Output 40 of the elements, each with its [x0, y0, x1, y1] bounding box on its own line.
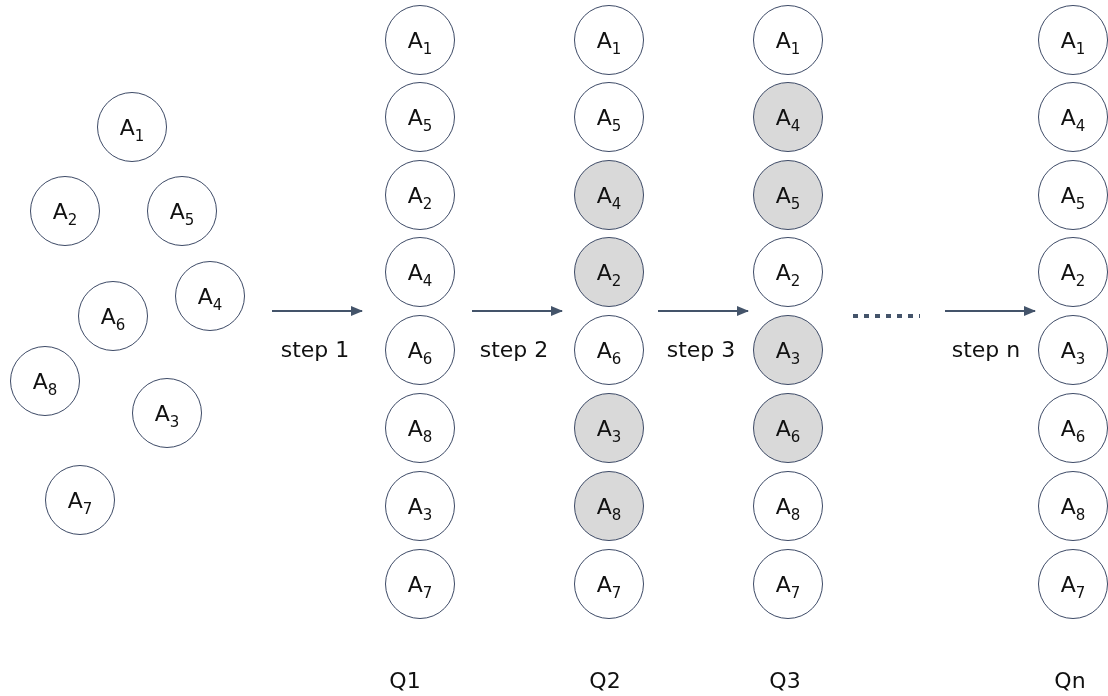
node-label: A$_{2}$: [407, 182, 433, 208]
node-label: A$_{3}$: [775, 337, 801, 363]
node-label: A$_{3}$: [154, 400, 180, 426]
node-label: A$_{7}$: [407, 571, 433, 597]
node-label: A$_{5}$: [596, 104, 622, 130]
node-label: A$_{3}$: [407, 493, 433, 519]
node-label: A$_{4}$: [775, 104, 801, 130]
node-label: A$_{6}$: [775, 415, 801, 441]
node-label: A$_{5}$: [1060, 182, 1086, 208]
node-label: A$_{7}$: [596, 571, 622, 597]
node-label: A$_{6}$: [596, 337, 622, 363]
node-label: A$_{4}$: [197, 283, 223, 309]
node-label: A$_{7}$: [67, 487, 93, 513]
node-label: A$_{4}$: [596, 182, 622, 208]
node-label: A$_{6}$: [100, 303, 126, 329]
node-label: A$_{4}$: [407, 259, 433, 285]
node-label: A$_{8}$: [32, 368, 58, 394]
node-label: A$_{4}$: [1060, 104, 1086, 130]
node-label: A$_{2}$: [52, 198, 78, 224]
node-label: A$_{3}$: [596, 415, 622, 441]
node-label: A$_{7}$: [1060, 571, 1086, 597]
node-label: A$_{2}$: [596, 259, 622, 285]
node-label: A$_{5}$: [169, 198, 195, 224]
node-label: A$_{5}$: [407, 104, 433, 130]
node-label: A$_{6}$: [1060, 415, 1086, 441]
node-label: A$_{2}$: [775, 259, 801, 285]
node-label: A$_{8}$: [596, 493, 622, 519]
node-label: A$_{1}$: [119, 114, 145, 140]
node-label: A$_{1}$: [407, 27, 433, 53]
node-label: A$_{1}$: [1060, 27, 1086, 53]
node-label: A$_{8}$: [407, 415, 433, 441]
node-label: A$_{1}$: [596, 27, 622, 53]
node-label: A$_{7}$: [775, 571, 801, 597]
node-label: A$_{6}$: [407, 337, 433, 363]
node-label: A$_{2}$: [1060, 259, 1086, 285]
node-label: A$_{1}$: [775, 27, 801, 53]
node-label: A$_{3}$: [1060, 337, 1086, 363]
node-label: A$_{8}$: [775, 493, 801, 519]
node-label: A$_{8}$: [1060, 493, 1086, 519]
node-label: A$_{5}$: [775, 182, 801, 208]
